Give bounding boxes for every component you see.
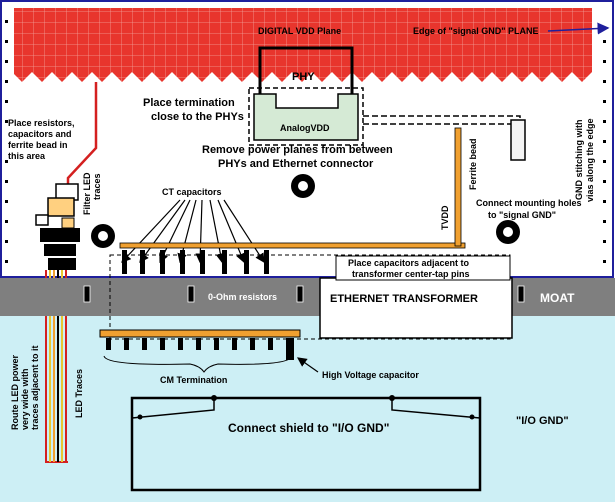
filter-component: [40, 228, 80, 242]
cm-termination-label: CM Termination: [160, 375, 227, 385]
ferrite-dashed-route: [363, 115, 521, 132]
place-caps-label-1: Place capacitors adjacent to: [348, 258, 470, 268]
connector-shield-box: [130, 396, 482, 492]
tvdd-label: TVDD: [440, 205, 450, 230]
remove-power-planes-label-2: PHYs and Ethernet connector: [218, 158, 374, 170]
arrow-icon: [297, 357, 319, 373]
shield-contact-dots: [137, 395, 475, 420]
cm-termination-bar: [99, 329, 301, 338]
via-dot-icon: [603, 40, 606, 263]
arrow-icon: [547, 22, 610, 35]
close-to-phys-label: close to the PHYs: [151, 111, 244, 123]
route-led-label-2: very wide with: [20, 368, 30, 430]
ethernet-transformer: [319, 277, 513, 339]
digital-vdd-plane: [14, 8, 592, 82]
connect-mounting-label-1: Connect mounting holes: [476, 198, 582, 208]
remove-power-planes-label-1: Remove power planes from between: [202, 144, 393, 156]
place-termination-label: Place termination: [143, 97, 235, 109]
ct-capacitor-pads: [122, 250, 269, 274]
analog-vdd-dashed: [248, 87, 364, 146]
connect-mounting-label-2: to "signal GND": [488, 210, 556, 220]
place-resistors-label-2: capacitors and: [8, 129, 72, 139]
ct-bus-trace: [119, 242, 466, 249]
analog-vdd-label: AnalogVDD: [280, 123, 330, 133]
high-voltage-cap-label: High Voltage capacitor: [322, 370, 419, 380]
filter-component: [48, 258, 76, 270]
io-gnd-label: "I/O GND": [516, 415, 569, 427]
route-led-label-3: traces adjacent to it: [30, 345, 40, 430]
mounting-hole-icon: [496, 220, 520, 244]
filter-led-label-2: traces: [92, 173, 102, 200]
ct-capacitors-label: CT capacitors: [162, 187, 222, 197]
cm-termination-brace: [103, 355, 293, 373]
tvdd-trace: [454, 127, 462, 247]
filter-component: [61, 217, 75, 229]
via-dot-icon: [5, 20, 8, 263]
route-led-label-1: Route LED power: [10, 355, 20, 430]
place-resistors-label-4: this area: [8, 151, 46, 161]
filter-component: [44, 244, 76, 256]
led-traces-label: LED Traces: [74, 369, 84, 418]
filter-component: [47, 197, 75, 217]
io-gnd-region: [0, 316, 615, 502]
digital-vdd-label: DIGITAL VDD Plane: [258, 26, 341, 36]
gnd-stitching-label-2: vias along the edge: [585, 118, 595, 202]
gnd-stitching-label-1: GND stitching with: [574, 120, 584, 201]
place-caps-label-2: transformer center-tap pins: [352, 269, 470, 279]
place-caps-box: [335, 255, 511, 281]
ferrite-bead-component: [510, 119, 526, 161]
connect-shield-label: Connect shield to "I/O GND": [228, 421, 389, 435]
mounting-hole-icon: [291, 174, 315, 198]
signal-gnd-border: [0, 0, 614, 278]
zero-ohm-resistors: [83, 285, 525, 303]
phy-label: PHY: [292, 71, 315, 83]
place-resistors-label-1: Place resistors,: [8, 118, 75, 128]
edge-signal-gnd-label: Edge of "signal GND" PLANE: [413, 26, 539, 36]
ferrite-bead-label: Ferrite bead: [468, 138, 478, 190]
cm-termination-parts: [106, 338, 294, 360]
place-resistors-label-3: ferrite bead in: [8, 140, 68, 150]
moat-label: MOAT: [540, 291, 575, 305]
mounting-hole-icon: [91, 224, 115, 248]
filter-component: [35, 214, 49, 226]
ethernet-transformer-label: ETHERNET TRANSFORMER: [330, 293, 478, 305]
zero-ohm-label: 0-Ohm resistors: [208, 292, 277, 302]
analog-vdd-area: [253, 93, 359, 141]
filter-led-label-1: Filter LED: [82, 172, 92, 215]
